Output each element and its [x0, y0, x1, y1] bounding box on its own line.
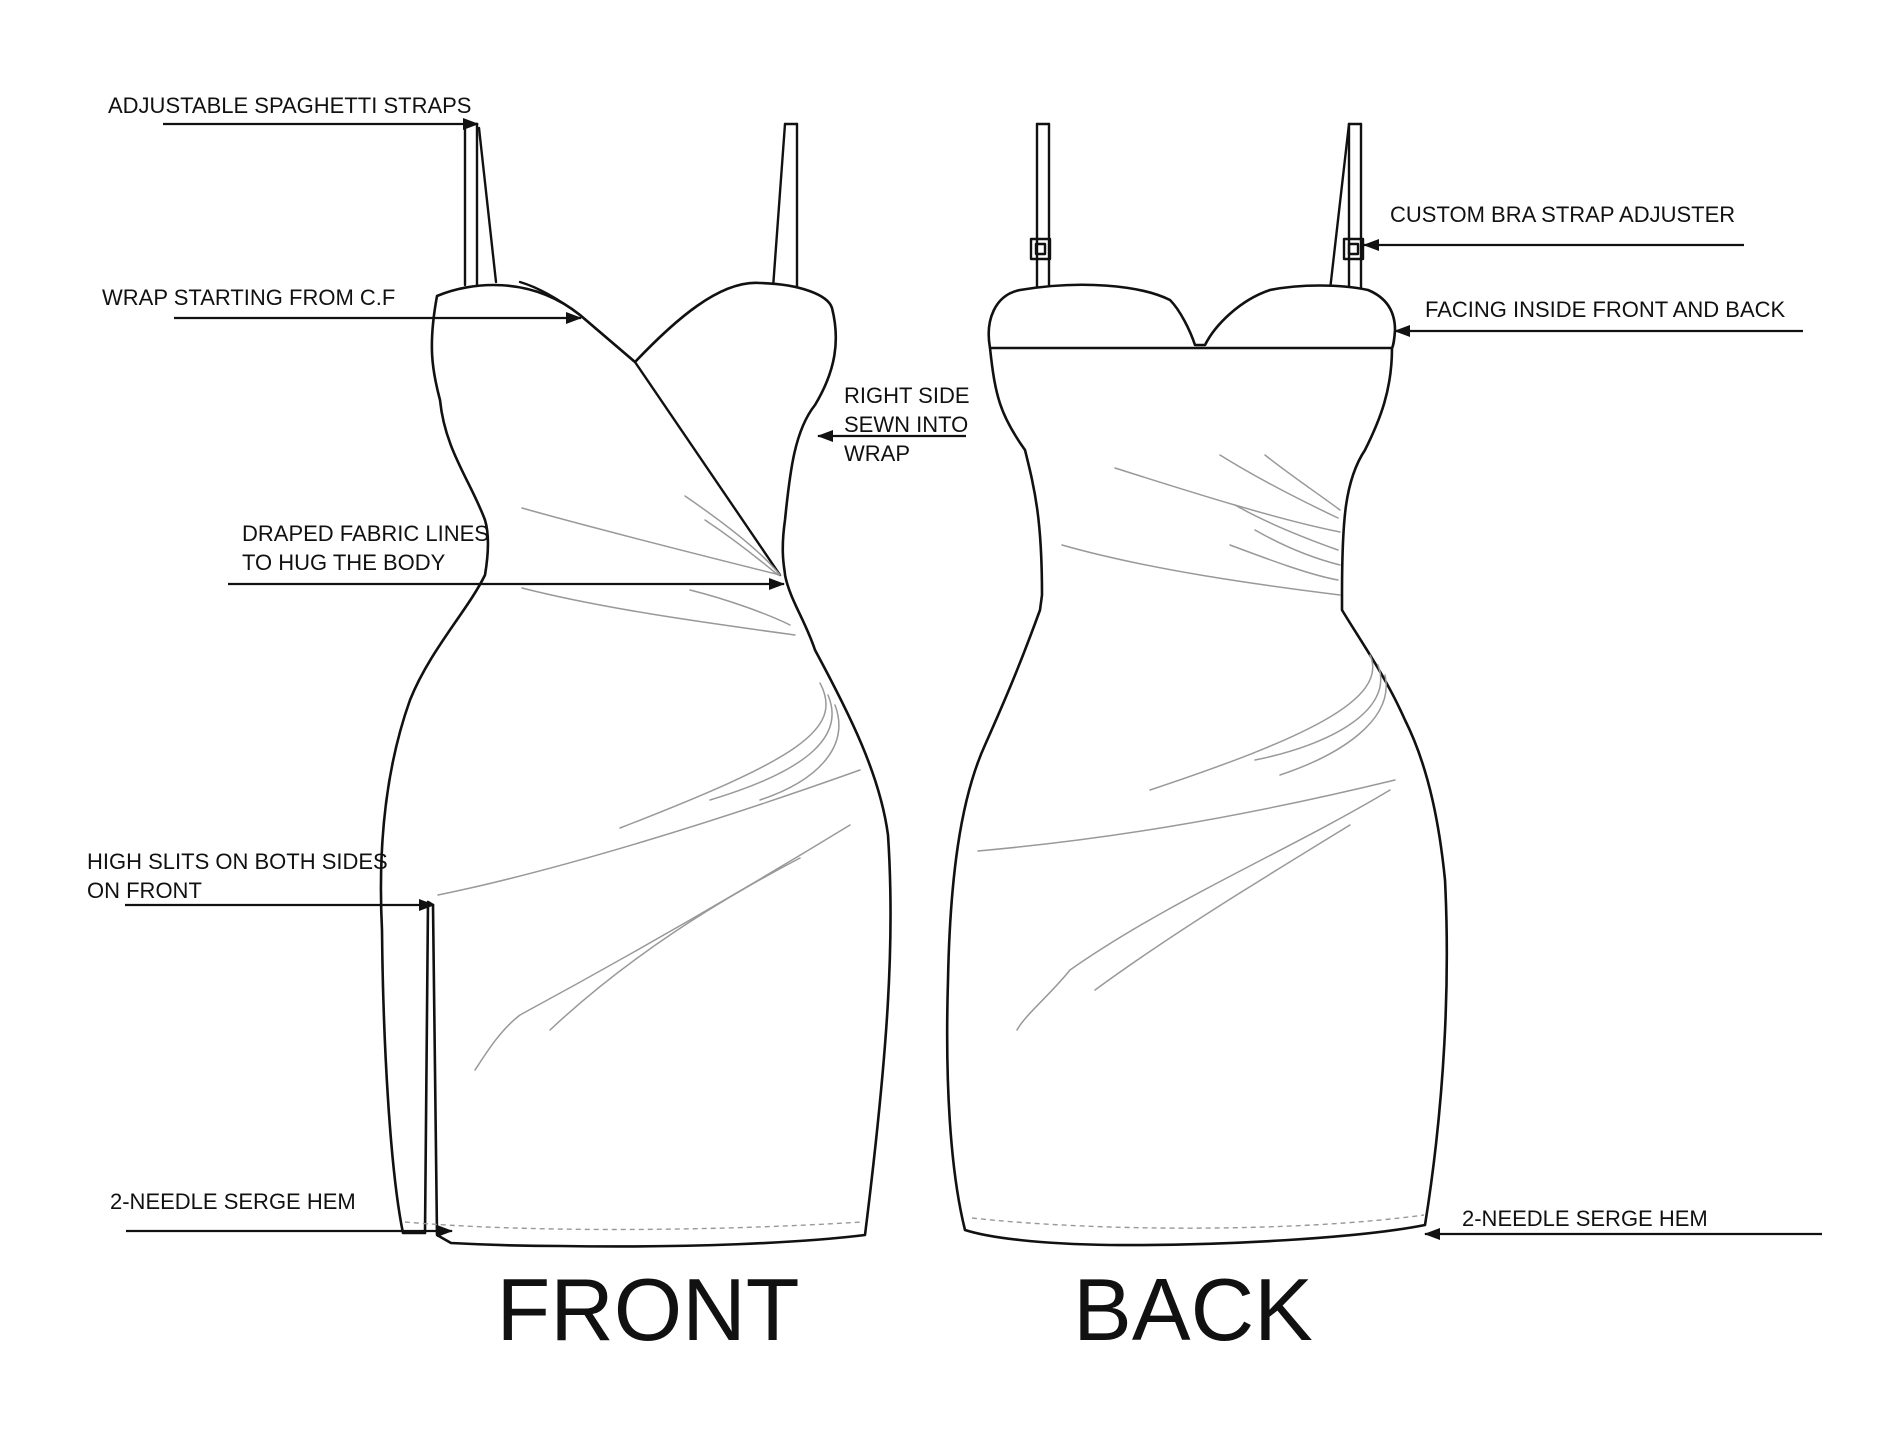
callout-hem-front: 2-NEEDLE SERGE HEM [110, 1189, 453, 1237]
callout-wrap-label: WRAP STARTING FROM C.F [102, 285, 395, 310]
callout-hem-back-label: 2-NEEDLE SERGE HEM [1462, 1206, 1708, 1231]
front-left-strap [463, 122, 498, 287]
callout-right-side: RIGHT SIDE SEWN INTO WRAP [817, 383, 970, 466]
callout-right-side-label-3: WRAP [844, 441, 910, 466]
callout-hem-front-label: 2-NEEDLE SERGE HEM [110, 1189, 356, 1214]
callout-wrap: WRAP STARTING FROM C.F [102, 285, 582, 324]
front-right-strap [771, 122, 799, 292]
callout-slits-label-1: HIGH SLITS ON BOTH SIDES [87, 849, 388, 874]
callout-slits-label-2: ON FRONT [87, 878, 202, 903]
callout-hem-back: 2-NEEDLE SERGE HEM [1424, 1206, 1822, 1240]
front-view-title: FRONT [496, 1260, 799, 1359]
front-dress-sketch [379, 122, 892, 1248]
callout-right-side-label-1: RIGHT SIDE [844, 383, 970, 408]
callout-bra-adjuster: CUSTOM BRA STRAP ADJUSTER [1363, 202, 1744, 251]
back-dress-sketch [945, 122, 1449, 1247]
back-view-title: BACK [1073, 1260, 1313, 1359]
callout-straps-label: ADJUSTABLE SPAGHETTI STRAPS [108, 93, 471, 118]
back-left-strap-adjuster [1029, 237, 1052, 261]
front-dress-outline [379, 281, 892, 1248]
callout-draped: DRAPED FABRIC LINES TO HUG THE BODY [228, 521, 785, 590]
front-wrap-top [518, 280, 582, 317]
back-drape-lines [977, 454, 1396, 1031]
callout-draped-label-2: TO HUG THE BODY [242, 550, 446, 575]
callout-bra-adjuster-label: CUSTOM BRA STRAP ADJUSTER [1390, 202, 1735, 227]
callout-facing: FACING INSIDE FRONT AND BACK [1394, 297, 1803, 337]
callout-straps: ADJUSTABLE SPAGHETTI STRAPS [108, 93, 479, 130]
callout-right-side-label-2: SEWN INTO [844, 412, 968, 437]
callout-facing-label: FACING INSIDE FRONT AND BACK [1425, 297, 1786, 322]
back-hem-stitch [971, 1214, 1425, 1229]
front-drape-lines [437, 495, 861, 1071]
callout-slits: HIGH SLITS ON BOTH SIDES ON FRONT [87, 849, 435, 911]
back-dress-outline [945, 283, 1449, 1247]
callout-draped-label-1: DRAPED FABRIC LINES [242, 521, 489, 546]
front-wrap-seam [578, 313, 782, 577]
front-hem-stitch [404, 1221, 863, 1231]
